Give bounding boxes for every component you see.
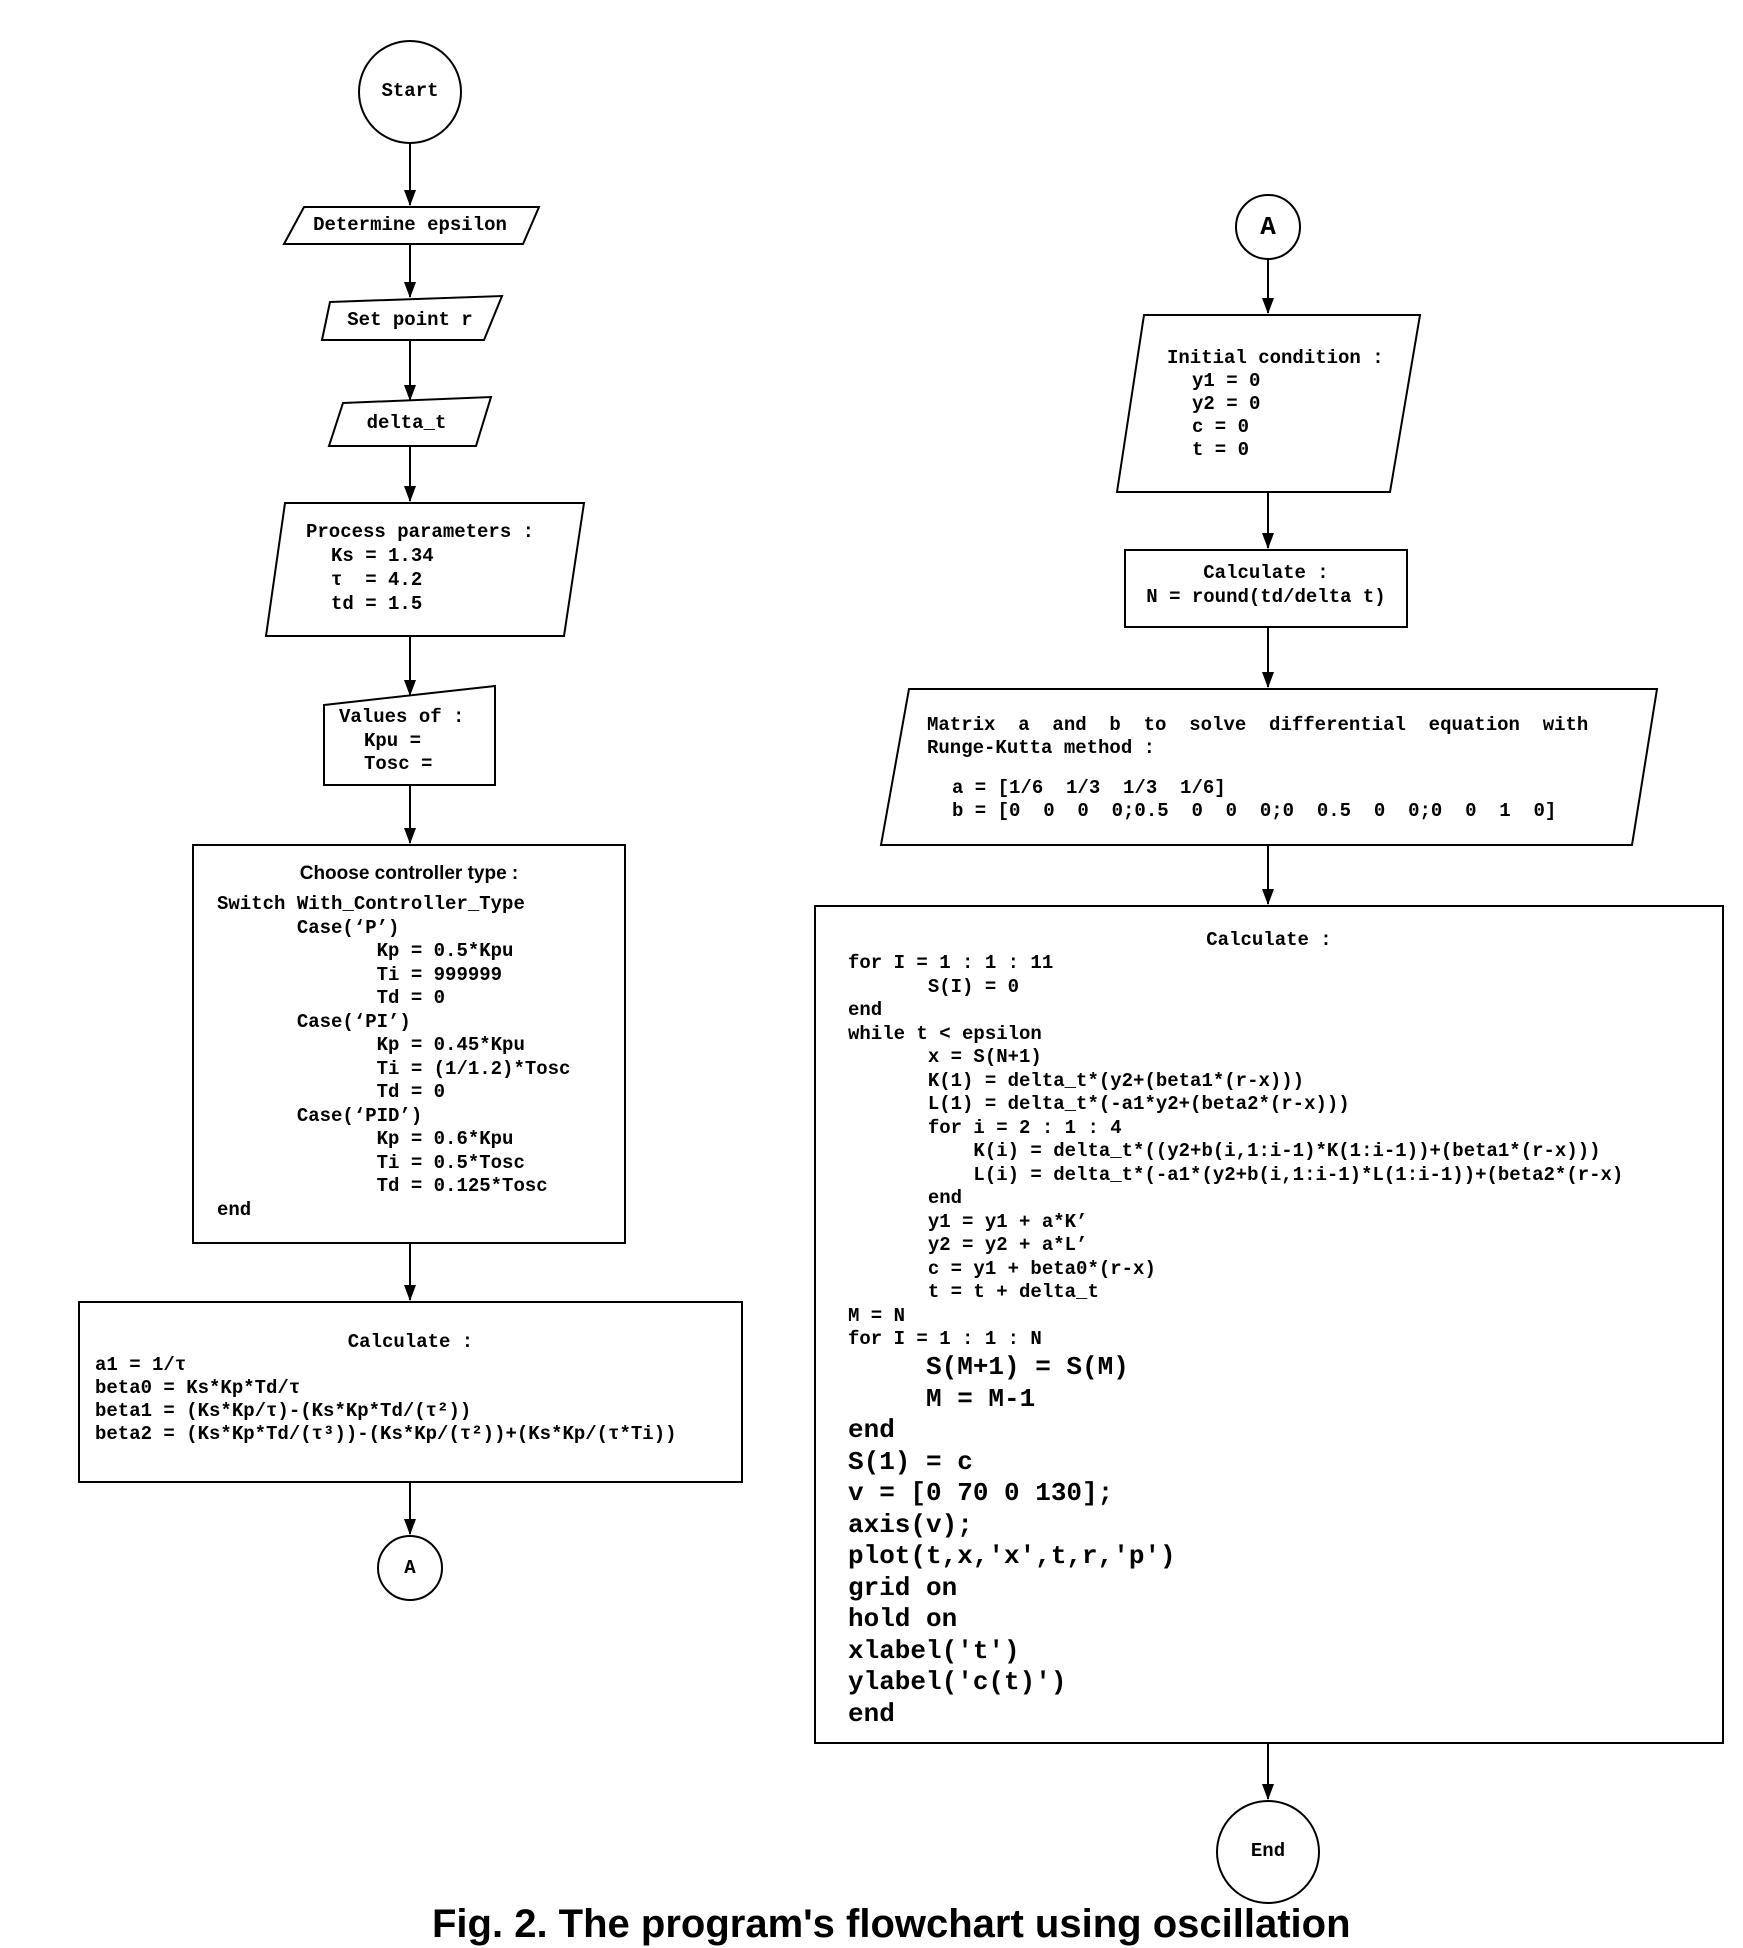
code-line: S(I) = 0 (848, 975, 1020, 998)
code-line: S(M+1) = S(M) (848, 1352, 1129, 1382)
code-line: Kp = 0.5*Kpu (217, 940, 514, 962)
code-line: ylabel('c(t)') (848, 1667, 1067, 1697)
matrix-description-line2: Runge-Kutta method : (927, 737, 1156, 759)
initial-c: c = 0 (1192, 416, 1250, 438)
calculate-n-box (1124, 549, 1408, 628)
code-line: K(i) = delta_t*((y2+b(i,1:i-1)*K(1:i-1))… (848, 1140, 1601, 1162)
delta-t-shape (327, 395, 493, 447)
calc-a1: a1 = 1/τ (95, 1354, 187, 1376)
code-line: Td = 0 (217, 987, 446, 1009)
code-line: x = S(N+1) (848, 1046, 1042, 1068)
connector-a-bottom-shape (377, 1535, 443, 1601)
value-kpu: Kpu = (364, 730, 422, 752)
matrix-b: b = [0 0 0 0;0.5 0 0 0;0 0.5 0 0;0 0 1 0… (952, 800, 1557, 822)
code-line: y2 = y2 + a*L’ (848, 1234, 1088, 1256)
code-line: axis(v); (848, 1509, 973, 1540)
code-line: S(1) = c (848, 1446, 973, 1477)
matrix-a: a = [1/6 1/3 1/3 1/6] (952, 777, 1226, 799)
connector-a-bottom-label: A (404, 1557, 416, 1579)
set-point-shape (320, 294, 504, 341)
matrix-description-line1: Matrix a and b to solve differential equ… (927, 714, 1589, 736)
values-of-shape (323, 684, 496, 786)
matrix-definition-shape (879, 688, 1659, 846)
set-point-label: Set point r (347, 309, 473, 331)
code-line: c = y1 + beta0*(r-x) (848, 1257, 1156, 1280)
controller-switch-code: Switch With_Controller_Type Case(‘P’) Kp… (217, 893, 570, 1222)
end-terminal-shape (1216, 1800, 1320, 1904)
code-line: for I = 1 : 1 : N (848, 1328, 1042, 1350)
connector-a-top-label: A (1260, 212, 1276, 242)
initial-t: t = 0 (1192, 439, 1250, 461)
code-line: end (848, 1698, 895, 1729)
code-line: Case(‘P’) (217, 916, 400, 939)
start-label: Start (381, 80, 439, 102)
code-line: Kp = 0.6*Kpu (217, 1128, 514, 1150)
initial-y2: y2 = 0 (1192, 393, 1261, 415)
code-line: end (848, 1187, 963, 1209)
code-line: Case(‘PID’) (217, 1104, 423, 1127)
code-line: M = M-1 (848, 1383, 1036, 1414)
controller-type-title: Choose controller type : (299, 863, 519, 884)
calculate-n-title: Calculate : (1203, 562, 1329, 584)
value-tosc: Tosc = (364, 753, 433, 775)
calculate-main-code-small: for I = 1 : 1 : 11 S(I) = 0 end while t … (848, 952, 1623, 1352)
code-line: grid on (848, 1572, 958, 1603)
process-parameters-title: Process parameters : (306, 521, 535, 543)
calc-beta2: beta2 = (Ks*Kp*Td/(τ³))-(Ks*Kp/(τ²))+(Ks… (95, 1423, 677, 1445)
code-line: Case(‘PI’) (217, 1010, 411, 1033)
code-line: v = [0 70 0 130]; (848, 1478, 1114, 1508)
code-line: L(1) = delta_t*(-a1*y2+(beta2*(r-x))) (848, 1093, 1350, 1115)
initial-condition-shape (1115, 314, 1422, 493)
code-line: xlabel('t') (848, 1635, 1020, 1666)
calculate-n-formula: N = round(td/delta t) (1146, 586, 1386, 608)
code-line: L(i) = delta_t*(-a1*(y2+b(i,1:i-1)*L(1:i… (848, 1163, 1624, 1186)
code-line: for I = 1 : 1 : 11 (848, 952, 1054, 974)
figure-caption: Fig. 2. The program's flowchart using os… (432, 1902, 1351, 1946)
param-td: td = 1.5 (331, 593, 423, 615)
code-line: end (217, 1198, 252, 1221)
initial-y1: y1 = 0 (1192, 370, 1261, 392)
code-line: y1 = y1 + a*K’ (848, 1210, 1088, 1233)
code-line: t = t + delta_t (848, 1281, 1099, 1303)
code-line: Ti = (1/1.2)*Tosc (217, 1057, 571, 1080)
calc-beta0: beta0 = Ks*Kp*Td/τ (95, 1377, 301, 1399)
code-line: Td = 0.125*Tosc (217, 1175, 548, 1197)
code-line: end (848, 1415, 895, 1445)
param-tau: τ = 4.2 (331, 569, 423, 591)
code-line: for i = 2 : 1 : 4 (848, 1116, 1122, 1139)
calc-beta1: beta1 = (Ks*Kp/τ)-(Ks*Kp*Td/(τ²)) (95, 1400, 472, 1422)
code-line: hold on (848, 1604, 958, 1634)
delta-t-label: delta_t (366, 412, 447, 434)
end-label: End (1250, 1840, 1286, 1862)
param-ks: Ks = 1.34 (331, 545, 434, 567)
values-of-title: Values of : (339, 706, 465, 728)
initial-condition-title: Initial condition : (1167, 347, 1384, 369)
code-line: plot(t,x,'x',t,r,'p') (848, 1541, 1176, 1571)
code-line: M = N (848, 1304, 906, 1327)
process-parameters-shape (264, 502, 586, 637)
code-line: Kp = 0.45*Kpu (217, 1034, 525, 1056)
code-line: Ti = 999999 (217, 963, 503, 986)
determine-epsilon-shape (282, 206, 541, 245)
calculate-betas-title: Calculate : (347, 1331, 474, 1353)
code-line: while t < epsilon (848, 1022, 1042, 1045)
code-line: Ti = 0.5*Tosc (217, 1151, 525, 1174)
code-line: K(1) = delta_t*(y2+(beta1*(r-x))) (848, 1069, 1305, 1092)
calculate-main-title: Calculate : (1206, 929, 1332, 951)
determine-epsilon-label: Determine epsilon (313, 214, 507, 236)
code-line: end (848, 999, 883, 1021)
code-line: Td = 0 (217, 1081, 446, 1103)
code-line: Switch With_Controller_Type (217, 893, 525, 915)
calculate-main-code-large: S(M+1) = S(M) M = M-1 end S(1) = c v = [… (848, 1352, 1176, 1730)
